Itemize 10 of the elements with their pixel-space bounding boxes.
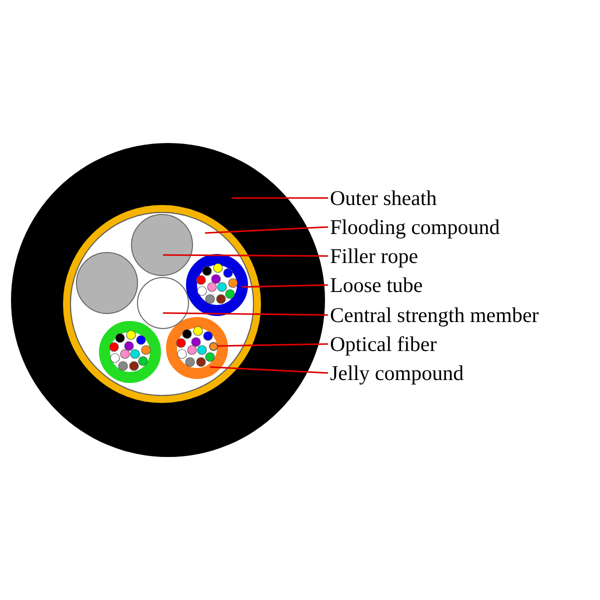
leader-line	[204, 226, 328, 234]
part-label: Flooding compound	[330, 215, 500, 239]
part-label: Filler rope	[330, 244, 418, 268]
leader-line	[232, 197, 328, 199]
leader-line	[210, 366, 328, 374]
part-label: Optical fiber	[330, 332, 437, 356]
part-label: Central strength member	[330, 303, 539, 327]
part-label: Jelly compound	[330, 361, 464, 385]
part-label: Outer sheath	[330, 186, 437, 210]
part-label: Loose tube	[330, 273, 423, 297]
